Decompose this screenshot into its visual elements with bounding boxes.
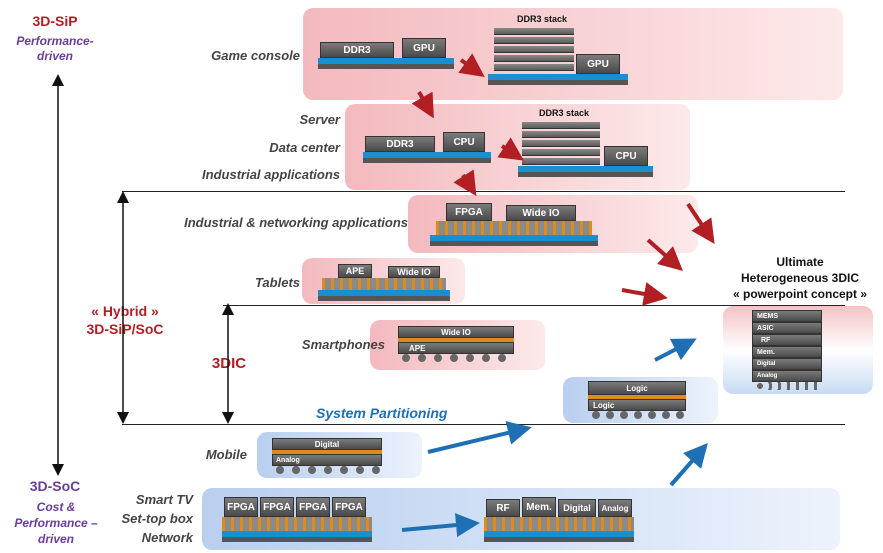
- industrial-networking-package: FPGA Wide IO: [430, 203, 598, 247]
- chip-cpu: CPU: [443, 132, 485, 152]
- chip-digital: Digital: [558, 499, 596, 517]
- chip-ape-tablets: APE: [338, 264, 372, 278]
- smart-tv-hetero-package: RF Mem. Digital Analog: [484, 497, 634, 547]
- tablets-package: APE Wide IO: [318, 264, 450, 301]
- axis-top-title: 3D-SiP: [32, 13, 78, 29]
- ultimate-stack: MEMS ASIC RF Mem. Digital Analog: [752, 310, 822, 390]
- label-data-center: Data center: [269, 140, 340, 155]
- chip-analog: Analog: [598, 499, 632, 517]
- chip-logic-top: Logic: [588, 381, 686, 395]
- label-mobile: Mobile: [205, 447, 247, 462]
- chip-gpu: GPU: [402, 38, 446, 58]
- ultimate-chip-digital: Digital: [752, 358, 822, 370]
- chip-fpga-3: FPGA: [296, 497, 330, 517]
- logic-balls: [592, 411, 684, 419]
- smart-tv-fpga-package: FPGA FPGA FPGA FPGA: [222, 497, 372, 547]
- server-package: DDR3 CPU: [363, 132, 491, 166]
- chip-ape-smartphones: APE: [398, 342, 514, 354]
- smartphones-balls: [402, 354, 512, 362]
- chip-fpga-industrial: FPGA: [446, 203, 492, 221]
- ultimate-chip-analog: Analog: [752, 370, 822, 382]
- ddr3-stack-label: DDR3 stack: [516, 14, 568, 24]
- axis-bottom-title: 3D-SoC: [29, 478, 81, 494]
- label-set-top-box: Set-top box: [121, 511, 194, 526]
- chip-rf: RF: [486, 499, 520, 517]
- game-console-3d-package: DDR3 stack GPU: [488, 14, 628, 92]
- axis-bottom-subtitle: Cost & Performance – driven: [14, 500, 98, 546]
- mobile-balls: [276, 466, 380, 474]
- chip-wide-io-tablets: Wide IO: [388, 266, 440, 278]
- chip-gpu-stack: GPU: [576, 54, 620, 74]
- smartphones-package: Wide IO APE: [398, 326, 516, 366]
- divider-line-bottom: [122, 424, 845, 425]
- label-tablets: Tablets: [254, 275, 300, 290]
- label-industrial-networking: Industrial & networking applications: [184, 215, 408, 230]
- chip-fpga-4: FPGA: [332, 497, 366, 517]
- axis-top-subtitle: Performance-driven: [16, 34, 94, 63]
- ultimate-subtitle: Heterogeneous 3DIC: [740, 271, 860, 285]
- ultimate-chip-rf: RF: [752, 334, 822, 346]
- ddr3-stack-label-server: DDR3 stack: [538, 108, 590, 118]
- chip-wide-io-smartphones: Wide IO: [398, 326, 514, 338]
- chip-cpu-stack: CPU: [604, 146, 648, 166]
- system-partitioning-label: System Partitioning: [316, 405, 448, 421]
- mobile-package: Digital Analog: [272, 438, 384, 476]
- divider-line-top: [122, 191, 845, 192]
- label-game-console: Game console: [211, 48, 300, 63]
- server-3d-package: DDR3 stack CPU: [518, 108, 653, 184]
- label-smartphones: Smartphones: [301, 337, 385, 352]
- ultimate-chip-mems: MEMS: [752, 310, 822, 322]
- chip-digital-mobile: Digital: [272, 438, 382, 450]
- label-network: Network: [141, 530, 193, 545]
- label-industrial: Industrial applications: [202, 167, 340, 182]
- label-server: Server: [299, 112, 340, 127]
- ultimate-chip-asic: ASIC: [752, 322, 822, 334]
- logic-package: Logic Logic: [588, 381, 688, 421]
- ultimate-concept: « powerpoint concept »: [732, 287, 867, 301]
- chip-mem: Mem.: [522, 497, 556, 517]
- divider-line-mid: [223, 305, 845, 306]
- chip-fpga-1: FPGA: [224, 497, 258, 517]
- ultimate-chip-mem: Mem.: [752, 346, 822, 358]
- chip-ddr3: DDR3: [320, 42, 394, 58]
- chip-logic-bottom: Logic: [588, 399, 686, 411]
- chip-analog-mobile: Analog: [272, 454, 382, 466]
- ultimate-title: Ultimate: [776, 255, 824, 269]
- game-console-package: DDR3 GPU: [318, 38, 454, 72]
- chip-ddr3-server: DDR3: [365, 136, 435, 152]
- chip-fpga-2: FPGA: [260, 497, 294, 517]
- label-smart-tv: Smart TV: [135, 492, 193, 507]
- chip-wide-io-industrial: Wide IO: [506, 205, 576, 221]
